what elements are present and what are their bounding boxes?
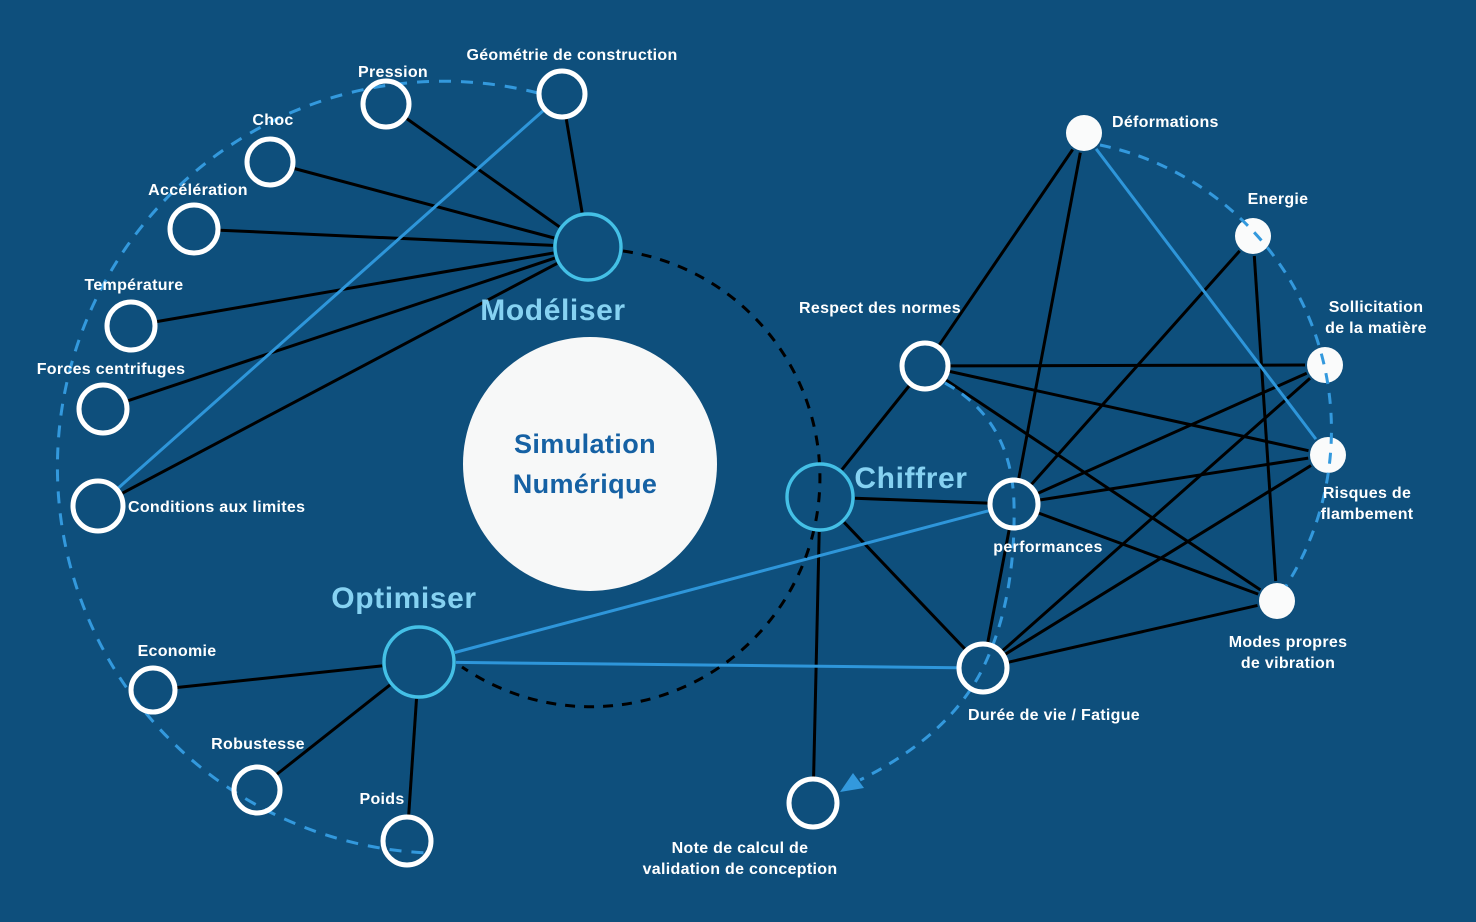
label-chiffrer: Chiffrer: [854, 462, 967, 495]
label-forces: Forces centrifuges: [37, 361, 186, 378]
edge-optimiser-robustesse: [275, 683, 391, 776]
label-robustesse: Robustesse: [211, 736, 305, 753]
edge-optimiser-duree: [455, 660, 958, 670]
edges: [117, 109, 1318, 816]
label-energie: Energie: [1248, 191, 1309, 208]
label-temperature: Température: [84, 277, 183, 294]
edge-modeliser-acceleration: [219, 228, 554, 247]
edge-respect-risques: [949, 369, 1309, 453]
center-node: Simulation Numérique: [463, 337, 717, 591]
node-temperature: [104, 299, 158, 353]
edge-conditions-geometrie: [117, 109, 545, 490]
edge-modeliser-conditions: [121, 262, 558, 495]
label-duree: Durée de vie / Fatigue: [968, 707, 1140, 724]
node-forces: [76, 382, 130, 436]
node-risques: [1310, 437, 1346, 473]
edge-performances-duree: [986, 529, 1011, 643]
filled-nodes: [1066, 115, 1346, 619]
node-conditions: [70, 478, 126, 534]
edge-performances-modes: [1037, 511, 1259, 596]
node-duree: [956, 641, 1010, 695]
flow-arrowhead: [840, 773, 864, 792]
label-acceleration: Accélération: [148, 182, 248, 199]
label-deformations: Déformations: [1112, 114, 1219, 131]
label-respect: Respect des normes: [799, 300, 961, 317]
edge-optimiser-poids: [407, 698, 418, 816]
label-performances: performances: [993, 539, 1102, 556]
node-performances: [987, 477, 1041, 531]
node-robustesse: [231, 764, 283, 816]
node-energie: [1235, 218, 1271, 254]
center-title-line1: Simulation: [514, 429, 656, 459]
label-poids: Poids: [359, 791, 404, 808]
edge-energie-performances: [1030, 249, 1241, 486]
node-note: [786, 776, 840, 830]
edge-performances-sollicitation: [1037, 371, 1308, 495]
edge-modes-duree: [1008, 603, 1258, 664]
node-deformations: [1066, 115, 1102, 151]
node-choc: [244, 136, 296, 188]
right-inner-dashed-arc: [859, 381, 1016, 782]
center-title-line2: Numérique: [513, 469, 658, 499]
center-circle: [463, 337, 717, 591]
node-geometrie: [536, 68, 588, 120]
edge-modeliser-pression: [405, 117, 561, 229]
node-modes: [1259, 583, 1295, 619]
label-pression: Pression: [358, 64, 428, 81]
node-optimiser: [382, 625, 456, 699]
edge-deformations-risques: [1094, 147, 1318, 441]
right-outer-dashed-arc: [1099, 143, 1333, 587]
label-geometrie: Géométrie de construction: [466, 47, 677, 64]
label-choc: Choc: [252, 112, 293, 129]
edge-chiffrer-performances: [854, 496, 989, 505]
edge-performances-risques: [1039, 456, 1309, 502]
node-acceleration: [167, 202, 221, 256]
label-economie: Economie: [138, 643, 217, 660]
edge-modeliser-forces: [127, 256, 556, 403]
label-modeliser: Modéliser: [480, 294, 625, 327]
outline-nodes: [70, 68, 1041, 868]
edge-chiffrer-respect: [840, 384, 911, 471]
node-sollicitation: [1307, 347, 1343, 383]
edge-deformations-performances: [1017, 152, 1082, 479]
node-modeliser: [553, 212, 623, 282]
node-respect: [899, 340, 951, 392]
node-economie: [128, 665, 178, 715]
edge-modeliser-geometrie: [564, 118, 584, 213]
label-conditions: Conditions aux limites: [128, 499, 305, 516]
edge-sollicitation-duree: [1001, 377, 1311, 652]
graph-layer: [55, 68, 1346, 868]
node-poids: [380, 814, 434, 868]
edge-deformations-respect: [937, 148, 1074, 347]
edge-chiffrer-note: [812, 531, 821, 778]
edge-modeliser-temperature: [156, 251, 554, 324]
node-chiffrer: [785, 462, 855, 532]
edge-respect-modes: [944, 378, 1262, 592]
node-pression: [360, 78, 412, 130]
label-optimiser: Optimiser: [331, 582, 476, 615]
edge-optimiser-economie: [176, 664, 383, 689]
edge-optimiser-performances: [454, 509, 990, 654]
edge-modeliser-choc: [293, 167, 555, 240]
edge-risques-duree: [1004, 464, 1312, 656]
edge-respect-sollicitation: [949, 363, 1306, 368]
